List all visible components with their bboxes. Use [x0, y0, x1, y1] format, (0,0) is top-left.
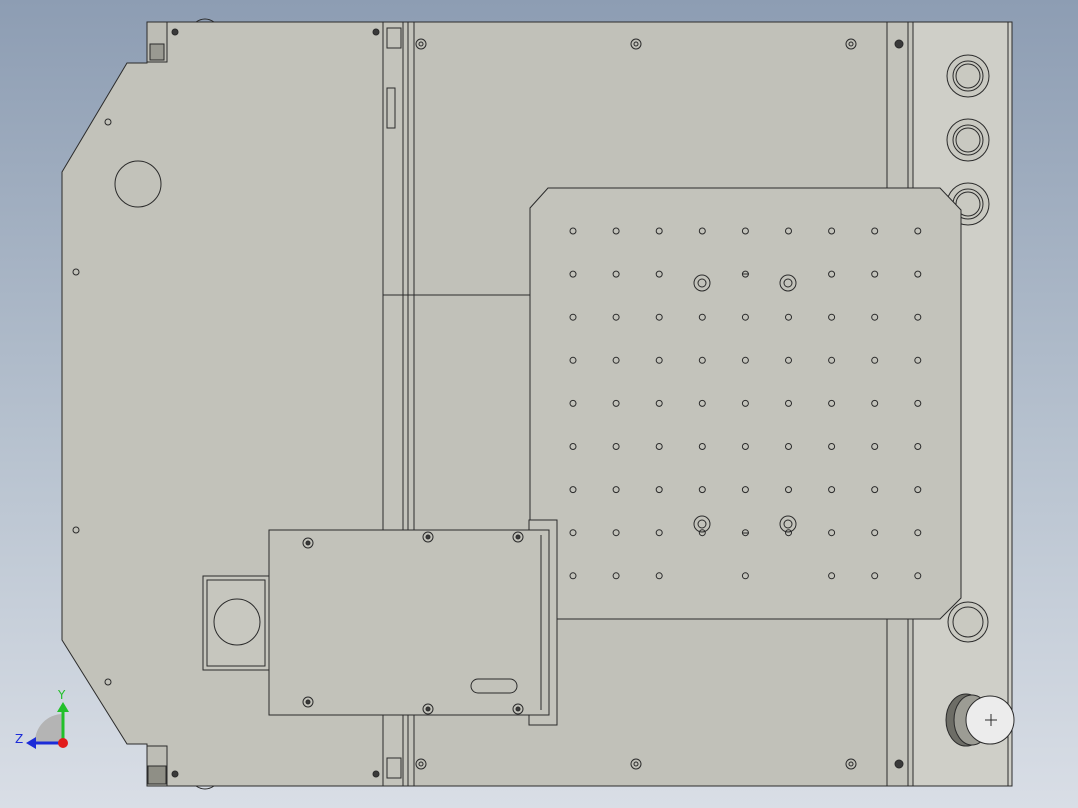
plate-hole	[785, 399, 792, 407]
plate-hole	[871, 356, 879, 364]
plate-hole	[612, 486, 620, 494]
plate-hole	[871, 443, 879, 450]
plate-hole	[612, 529, 620, 537]
carriage-block[interactable]	[202, 519, 558, 726]
plate-hole	[569, 270, 577, 278]
plate-hole	[741, 399, 749, 407]
plate-hole	[914, 227, 922, 235]
plate-hole	[914, 486, 922, 494]
plate-hole	[698, 529, 706, 537]
plate-hole	[612, 270, 620, 278]
plate-hole	[612, 313, 620, 321]
y-axis-label: Y	[57, 688, 66, 702]
plate-hole	[569, 572, 577, 580]
plate-hole	[871, 270, 879, 278]
plate-hole	[655, 486, 663, 494]
plate-hole	[569, 313, 577, 321]
z-axis-label: Z	[15, 732, 23, 746]
plate-hole	[569, 486, 577, 494]
plate-hole	[655, 399, 663, 407]
plate-hole	[914, 572, 922, 580]
adjustment-knob[interactable]	[945, 693, 1015, 747]
plate-hole	[828, 572, 836, 580]
plate-hole	[655, 313, 663, 321]
plate-hole	[698, 313, 706, 321]
plate-hole	[612, 399, 620, 407]
plate-hole	[698, 443, 706, 450]
plate-hole	[785, 529, 792, 537]
plate-hole	[569, 399, 577, 407]
plate-hole	[871, 313, 879, 321]
perforated-work-plate[interactable]	[529, 187, 962, 620]
plate-hole	[655, 270, 663, 278]
plate-hole	[785, 356, 792, 364]
plate-hole	[871, 529, 879, 537]
plate-hole	[828, 356, 836, 364]
plate-hole	[741, 486, 749, 494]
plate-hole	[655, 572, 663, 580]
plate-hole	[612, 227, 620, 235]
plate-hole	[828, 227, 836, 235]
top-mount-holes	[415, 38, 857, 770]
plate-hole	[828, 270, 836, 278]
plate-hole	[698, 486, 706, 494]
plate-hole	[741, 443, 749, 450]
plate-hole	[914, 529, 922, 537]
plate-hole	[914, 399, 922, 407]
plate-hole	[612, 572, 620, 580]
plate-hole	[612, 356, 620, 364]
y-axis-arrowhead	[57, 702, 69, 712]
plate-hole	[741, 356, 749, 364]
plate-hole	[914, 443, 922, 450]
plate-hole	[785, 313, 792, 321]
view-orientation-triad[interactable]: Y Z	[15, 688, 69, 749]
plate-dowel-pins	[693, 273, 797, 534]
plate-hole	[569, 227, 577, 235]
triad-origin	[58, 738, 68, 748]
plate-hole	[914, 270, 922, 278]
plate-hole	[655, 443, 663, 450]
plate-hole	[828, 399, 836, 407]
plate-hole	[871, 486, 879, 494]
plate-hole	[828, 443, 836, 450]
plate-hole	[741, 227, 749, 235]
plate-hole	[871, 399, 879, 407]
plate-hole	[871, 227, 879, 235]
z-axis-arrowhead	[26, 737, 36, 749]
plate-hole	[698, 399, 706, 407]
plate-hole	[569, 529, 577, 537]
plate-hole	[828, 486, 836, 494]
plate-hole	[698, 356, 706, 364]
plate-hole	[828, 313, 836, 321]
plate-hole	[785, 486, 792, 494]
right-frame-strips[interactable]	[886, 21, 1013, 787]
plate-hole	[741, 313, 749, 321]
pneumatic-fittings[interactable]	[946, 54, 990, 643]
plate-hole	[569, 356, 577, 364]
plate-hole	[612, 443, 620, 450]
plate-hole	[871, 572, 879, 580]
plate-hole	[655, 529, 663, 537]
plate-hole	[655, 227, 663, 235]
plate-hole	[828, 529, 836, 537]
plate-hole-grid	[569, 227, 922, 580]
plate-hole	[655, 356, 663, 364]
plate-hole	[914, 356, 922, 364]
plate-hole	[914, 313, 922, 321]
plate-hole	[698, 227, 706, 235]
plate-hole	[569, 443, 577, 450]
plate-hole	[741, 572, 749, 580]
plate-hole	[785, 227, 792, 235]
plate-hole	[785, 443, 792, 450]
